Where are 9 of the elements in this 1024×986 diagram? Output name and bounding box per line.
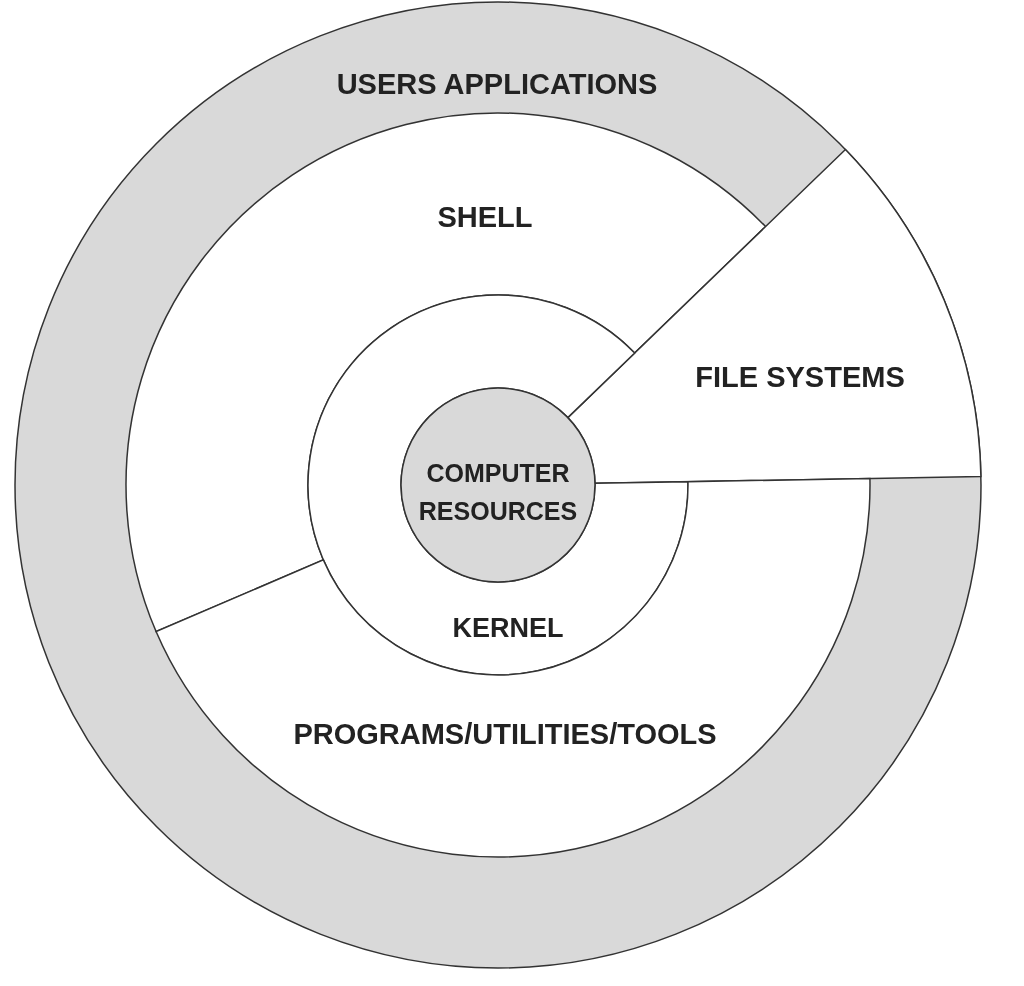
segment-label: PROGRAMS/UTILITIES/TOOLS [293,717,717,753]
kernel-ring [307,294,689,676]
segment-label: FILE SYSTEMS [695,360,905,396]
segment-label: SHELL [437,200,533,236]
circle-label: COMPUTER RESOURCES [417,457,579,526]
outer-ring [14,1,982,969]
core-circle [400,387,596,583]
ring-label: KERNEL [452,611,564,645]
ring-label: USERS APPLICATIONS [336,67,658,103]
